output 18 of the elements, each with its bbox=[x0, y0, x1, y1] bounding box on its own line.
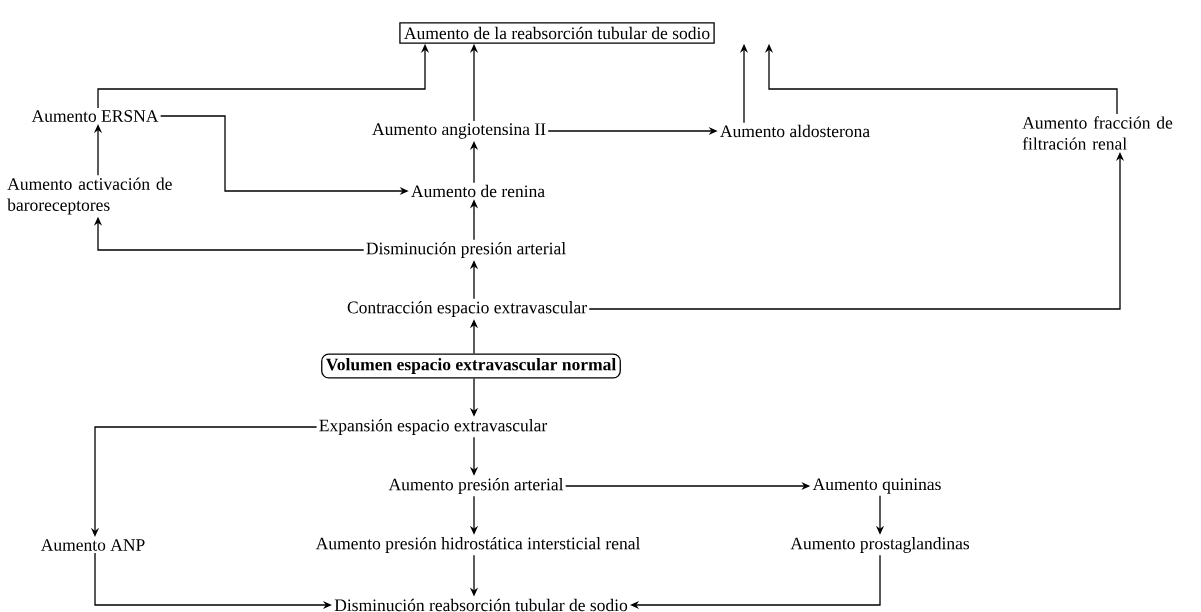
flow-text: Aumento aldosterona bbox=[720, 124, 870, 138]
flow-text: Disminución reabsorción tubular de sodio bbox=[334, 598, 628, 612]
flow-text: Aumento prostaglandinas bbox=[790, 537, 970, 553]
flow-text: Aumento ERSNA bbox=[31, 110, 159, 122]
flow-text: Aumento presión arterial bbox=[388, 478, 564, 494]
flow-text: Aumento de renina bbox=[411, 184, 545, 198]
flow-text: Contracción espacio extravascular bbox=[347, 301, 587, 317]
flow-text: Expansión espacio extravascular bbox=[319, 419, 548, 435]
flow-text: Aumento presión hidrostática intersticial renal bbox=[315, 537, 640, 553]
flow-text: Aumento ANP bbox=[40, 539, 145, 551]
arrow bbox=[630, 554, 881, 610]
flow-text: Aumento activación de baroreceptores bbox=[7, 177, 172, 215]
flow-text: Aumento fracción de filtración renal bbox=[1022, 116, 1173, 150]
flow-text: Aumento angiotensina II bbox=[372, 123, 546, 139]
flow-text: Aumento quininas bbox=[812, 478, 941, 494]
outcome-box: Aumento de la reabsorción tubular de sodio bbox=[399, 22, 715, 44]
start-box: Volumen espacio extravascular normal bbox=[321, 353, 621, 379]
flow-text: Disminución presión arterial bbox=[366, 242, 566, 258]
